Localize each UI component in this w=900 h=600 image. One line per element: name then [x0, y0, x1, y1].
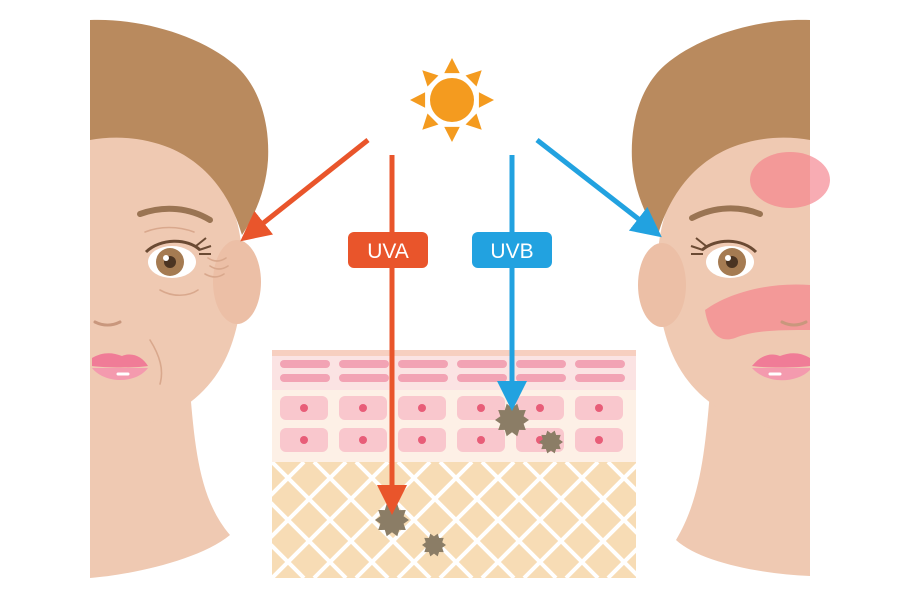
uvb-label-tag: UVB — [472, 232, 552, 268]
sun-ray — [478, 92, 494, 108]
sun-ray — [422, 70, 439, 87]
collagen-fiber — [272, 462, 390, 578]
collagen-fiber — [312, 462, 432, 578]
melanin-spot-icon — [539, 430, 563, 454]
collagen-fiber — [480, 462, 600, 578]
uvb-label: UVB — [490, 240, 533, 263]
surface-cell — [398, 374, 448, 382]
surface-cell — [516, 360, 566, 368]
left-eye — [144, 237, 212, 278]
left-lips — [92, 353, 148, 380]
collagen-fiber — [272, 543, 306, 578]
right-hair — [631, 19, 810, 236]
left-nose — [93, 320, 122, 327]
collagen-fiber — [818, 462, 900, 578]
left-ear — [213, 240, 261, 324]
melanin-spot-icon — [495, 403, 529, 437]
left-face-shape — [90, 128, 243, 430]
right-ear — [638, 243, 686, 327]
surface-cell — [575, 374, 625, 382]
uva-label-tag: UVA — [348, 232, 428, 268]
sun-ray — [465, 70, 482, 87]
surface-cells — [280, 360, 625, 382]
skin-surface-layer — [272, 350, 636, 390]
cell-nucleus — [536, 404, 544, 412]
sun-ray — [465, 113, 482, 130]
surface-cell — [457, 374, 507, 382]
left-eyebrow — [137, 205, 213, 223]
surface-cell — [575, 360, 625, 368]
collagen-fiber — [606, 462, 636, 493]
right-nose — [780, 320, 808, 327]
collagen-fiber — [606, 547, 636, 578]
melanin-spot-icon — [422, 533, 446, 557]
skin-cross-section — [272, 350, 900, 578]
uva-label: UVA — [367, 240, 409, 263]
cell-nucleus — [477, 436, 485, 444]
cell-nucleus — [359, 436, 367, 444]
right-eyebrow — [689, 205, 763, 221]
right-eye — [690, 237, 758, 278]
collagen-fiber — [396, 462, 516, 578]
collagen-fiber — [818, 462, 900, 578]
left-wrinkles — [144, 226, 229, 385]
cell-nucleus — [418, 404, 426, 412]
right-redness-forehead — [750, 152, 830, 208]
surface-cell — [280, 360, 330, 368]
left-face-aged — [90, 19, 269, 578]
surface-cell — [339, 374, 389, 382]
dermis-fiber-mesh — [272, 462, 900, 578]
cell-nucleus — [300, 436, 308, 444]
left-neck — [90, 390, 230, 578]
surface-cell — [398, 360, 448, 368]
cell-nucleus — [477, 404, 485, 412]
uva-arrow-to-face — [240, 138, 370, 242]
collagen-fiber — [354, 462, 474, 578]
collagen-fiber — [438, 462, 558, 578]
surface-cell — [457, 360, 507, 368]
right-redness-nose — [705, 284, 810, 340]
sun-ray — [444, 126, 460, 142]
sun-icon — [410, 58, 494, 142]
collagen-fiber — [564, 505, 636, 578]
left-hair — [90, 19, 269, 236]
sun-ray — [444, 58, 460, 74]
cell-nucleus — [359, 404, 367, 412]
sun-ray — [410, 92, 426, 108]
surface-cell — [516, 374, 566, 382]
collagen-fiber — [522, 463, 636, 578]
right-face-sunburn — [631, 19, 830, 576]
right-lips — [752, 353, 810, 381]
sun-ray — [422, 113, 439, 130]
cell-nucleus — [595, 404, 603, 412]
cell-nucleus — [300, 404, 308, 412]
surface-cell — [280, 374, 330, 382]
right-neck — [676, 392, 810, 576]
collagen-fiber — [272, 462, 348, 539]
collagen-fiber — [272, 462, 306, 497]
surface-cell — [339, 360, 389, 368]
cell-nucleus — [595, 436, 603, 444]
cell-nucleus — [418, 436, 426, 444]
uvb-arrow-to-face — [535, 138, 662, 238]
